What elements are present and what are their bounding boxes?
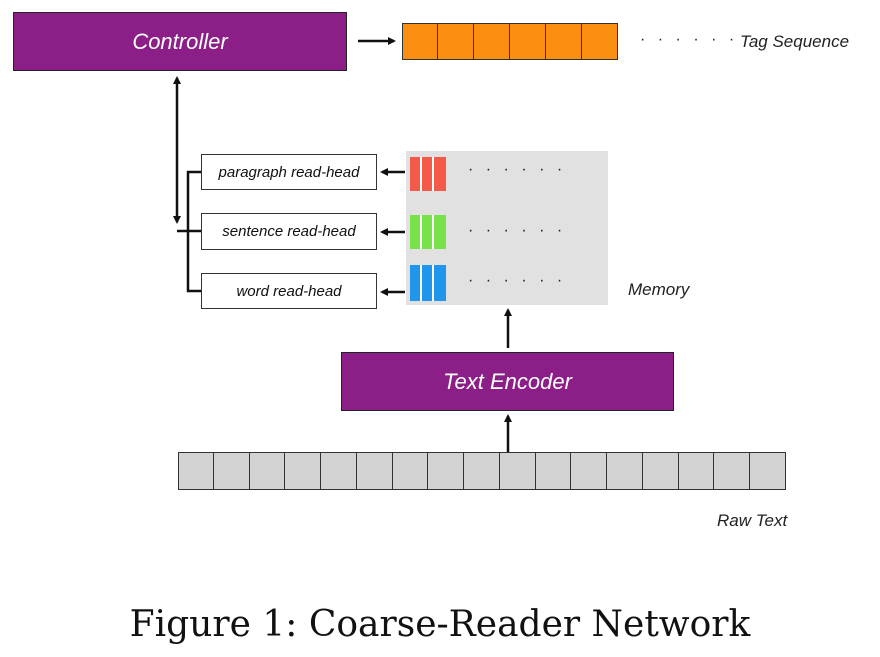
raw-text-cell: [642, 452, 679, 490]
memory-dots-word: · · · · · ·: [468, 272, 567, 289]
tag-sequence-cells: [402, 23, 618, 60]
raw-text-cell: [499, 452, 536, 490]
memory-dots-paragraph: · · · · · ·: [468, 161, 567, 178]
raw-text-cell: [678, 452, 715, 490]
memory-cell: [422, 157, 434, 191]
text-encoder-label: Text Encoder: [443, 368, 572, 394]
raw-text-cell: [356, 452, 393, 490]
memory-label: Memory: [628, 280, 690, 299]
memory-row-sentence: [410, 215, 446, 249]
paragraph-read-head-label: paragraph read-head: [218, 163, 360, 181]
memory-panel: · · · · · · · · · · · · · · · · · ·: [406, 151, 608, 305]
word-read-head: word read-head: [201, 273, 377, 309]
memory-cell: [434, 215, 446, 249]
memory-cell: [422, 215, 434, 249]
raw-text-cell: [607, 452, 643, 490]
raw-text-cell: [213, 452, 250, 490]
raw-text-cell: [535, 452, 572, 490]
raw-text-cell: [750, 452, 786, 490]
memory-cell: [434, 157, 446, 191]
raw-text-cell: [571, 452, 607, 490]
raw-text-cell: [392, 452, 429, 490]
raw-text-cell: [249, 452, 286, 490]
raw-text-cells: [178, 452, 786, 490]
memory-row-word: [410, 265, 446, 301]
controller-label: Controller: [132, 28, 228, 54]
tag-sequence-label: Tag Sequence: [740, 32, 850, 51]
tag-cell: [474, 23, 510, 60]
word-read-head-label: word read-head: [236, 282, 342, 300]
raw-text-label: Raw Text: [717, 511, 788, 530]
memory-dots-sentence: · · · · · ·: [468, 222, 567, 239]
memory-row-paragraph: [410, 157, 446, 191]
tag-cell: [582, 23, 618, 60]
raw-text-cell: [714, 452, 750, 490]
tag-sequence-dots: · · · · · ·: [640, 31, 739, 48]
tag-cell: [510, 23, 546, 60]
raw-text-cell: [178, 452, 214, 490]
memory-cell: [410, 265, 422, 301]
sentence-read-head: sentence read-head: [201, 213, 377, 250]
memory-cell: [422, 265, 434, 301]
memory-cell: [434, 265, 446, 301]
tag-cell: [402, 23, 438, 60]
memory-cell: [410, 157, 422, 191]
raw-text-cell: [285, 452, 321, 490]
raw-text-cell: [464, 452, 500, 490]
raw-text-cell: [428, 452, 464, 490]
tag-cell: [546, 23, 582, 60]
controller-box: Controller: [13, 12, 347, 71]
text-encoder-box: Text Encoder: [341, 352, 674, 411]
paragraph-read-head: paragraph read-head: [201, 154, 377, 190]
memory-cell: [410, 215, 422, 249]
tag-cell: [438, 23, 474, 60]
figure-caption: Figure 1: Coarse-Reader Network: [129, 604, 751, 645]
raw-text-cell: [321, 452, 357, 490]
sentence-read-head-label: sentence read-head: [222, 223, 356, 240]
